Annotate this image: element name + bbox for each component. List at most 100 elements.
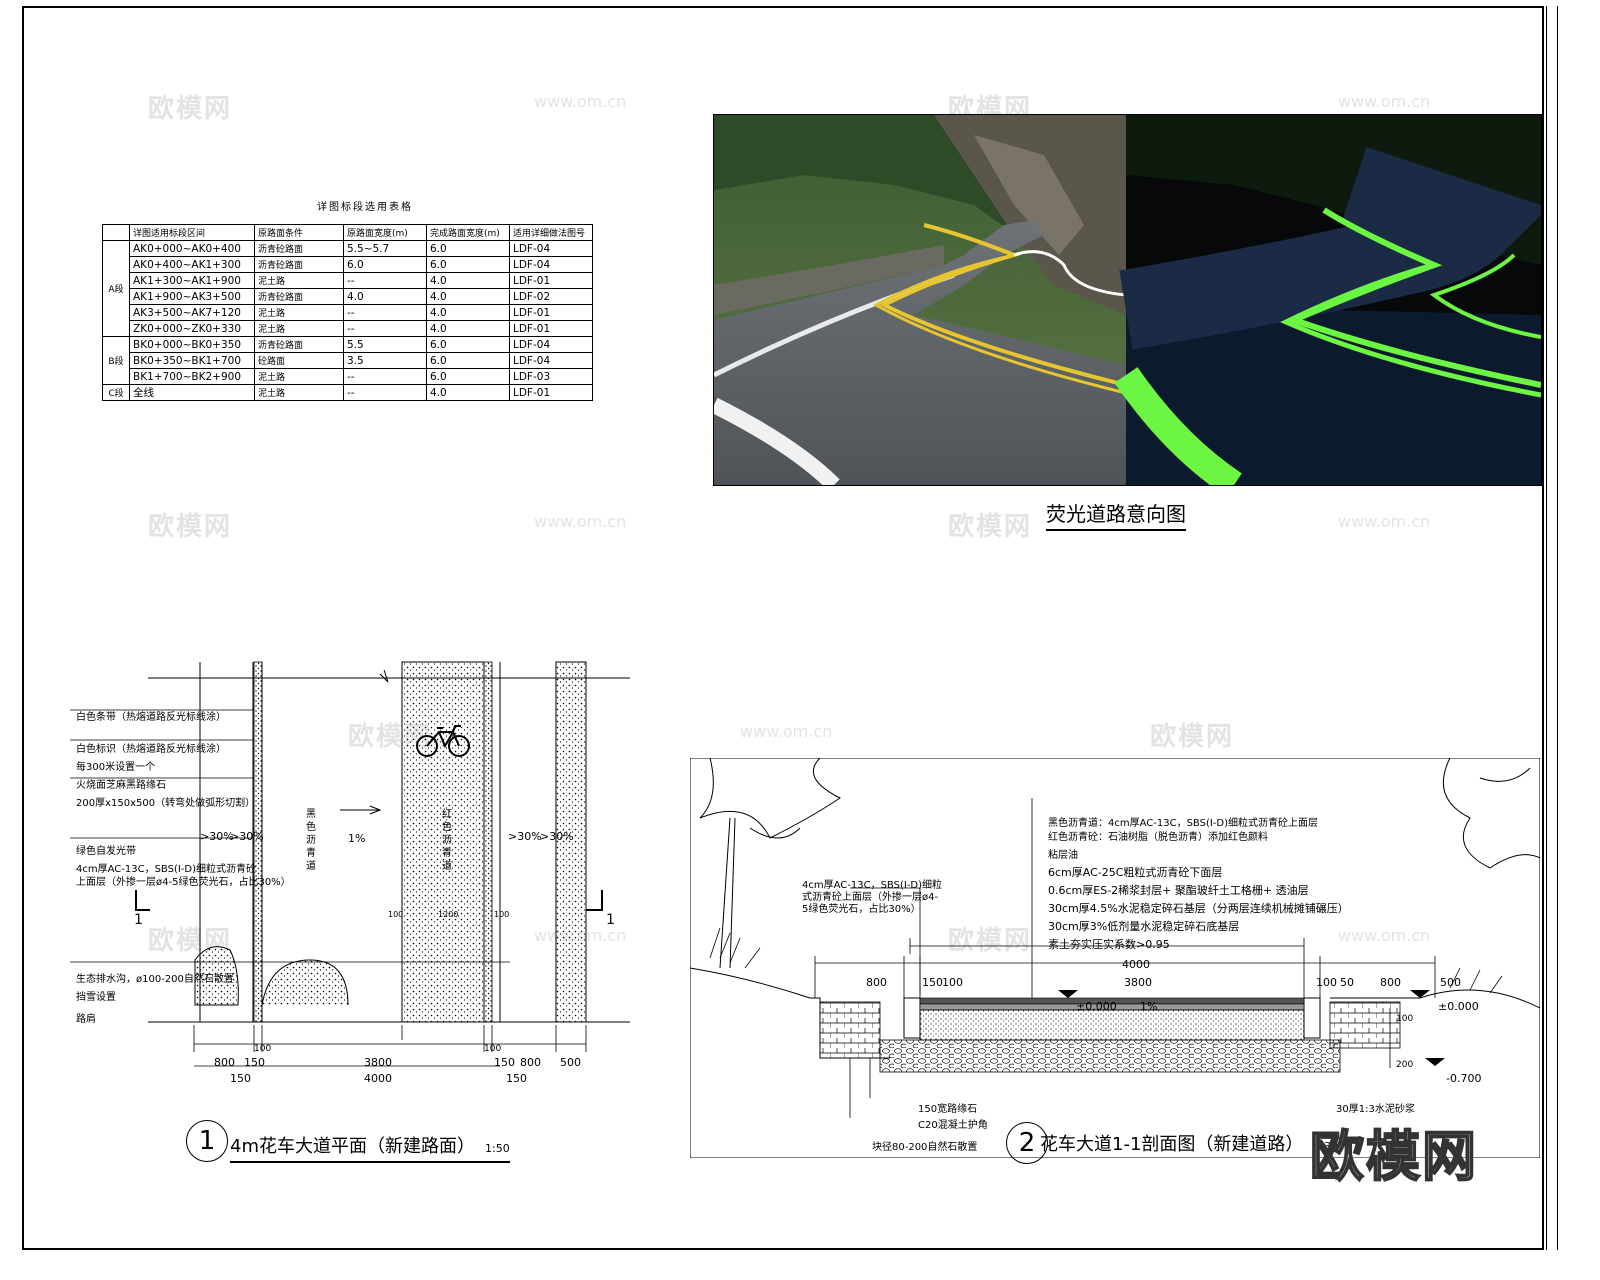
small-dim: 1200 (438, 910, 459, 919)
photo-caption: 荧光道路意向图 (1046, 498, 1186, 531)
watermark: 欧模网 (148, 94, 233, 124)
layer-label: 0.6cm厚ES-2稀浆封层+ 聚酯玻纤土工格栅+ 透油层 (1048, 884, 1309, 897)
section-note: C20混凝土护角 (918, 1120, 988, 1131)
slope-label: >30% (200, 830, 234, 843)
section-note: 块径80-200自然石散置 (872, 1142, 978, 1153)
table-cell: 沥青砼路面 (254, 256, 344, 273)
table-cell: LDF-04 (509, 352, 593, 369)
table-cell: -- (343, 304, 427, 321)
watermark: www.om.cn (1338, 512, 1431, 531)
table-cell: 6.0 (426, 336, 510, 353)
table-header-row: 详图适用标段区间 原路面条件 原路面宽度(m) 完成路面宽度(m) 适用详细做法… (102, 224, 593, 241)
table-cell: 4.0 (426, 384, 510, 401)
table-cell: 5.5~5.7 (343, 240, 427, 257)
watermark: 欧模网 (948, 926, 1033, 956)
plan-label: 上面层（外掺一层ø4-5绿色荧光石，占比30%） (76, 877, 291, 888)
plan-label: 火烧面芝麻黑路缘石 (76, 780, 166, 791)
table-cell: 砼路面 (254, 352, 344, 369)
layer-label: 30cm厚4.5%水泥稳定碎石基层（分两层连续机械摊铺碾压） (1048, 902, 1349, 915)
table-cell: 4.0 (343, 288, 427, 305)
table-cell: 沥青砼路面 (254, 288, 344, 305)
plan-label: 绿色自发光带 (76, 846, 136, 857)
center-lane-label: 黑色沥青道 (306, 809, 316, 872)
plan-dimension: 150 (506, 1072, 527, 1085)
vertical-dimension: 100 (1396, 1014, 1414, 1024)
layer-label: 素土夯实压实系数>0.95 (1048, 938, 1170, 951)
table-cell: LDF-01 (509, 272, 593, 289)
layer-label: 粘层油 (1048, 850, 1078, 861)
brand-logo: 欧模网 (1309, 1124, 1478, 1189)
slope-label: >30% (540, 830, 574, 843)
plan-dimension: 150 (244, 1056, 265, 1069)
watermark: www.om.cn (1338, 926, 1431, 945)
section-dimension: 500 (1440, 976, 1461, 989)
plan-title: 4m花车大道平面（新建路面） (230, 1136, 475, 1157)
plan-number: 1 (186, 1120, 228, 1162)
table-cell: 6.0 (426, 352, 510, 369)
slope-label: 1% (348, 832, 366, 845)
section-dimension: 150 (922, 976, 943, 989)
table-cell: AK0+000~AK0+400 (129, 240, 255, 257)
table-header-cell (102, 224, 130, 241)
level-label: ±0.000 (1438, 1000, 1479, 1013)
table-cell: -- (343, 320, 427, 337)
level-label: ±0.000 (1076, 1000, 1117, 1013)
fluorescent-road-photo (713, 114, 1542, 486)
section-dimension: 800 (1380, 976, 1401, 989)
plan-label: 4cm厚AC-13C，SBS(I-D)细粒式沥青砼 (76, 864, 257, 875)
watermark: 欧模网 (1150, 722, 1235, 752)
vertical-dimension: 200 (1396, 1060, 1414, 1070)
plan-dimension: 100 (484, 1044, 502, 1054)
plan-label: 路肩 (76, 1014, 96, 1025)
table-cell: LDF-02 (509, 288, 593, 305)
table-header-cell: 完成路面宽度(m) (426, 224, 510, 241)
table-cell: 6.0 (426, 240, 510, 257)
plan-label: 白色标识（热熔道路反光标线涂） (76, 744, 226, 755)
table-cell: BK0+000~BK0+350 (129, 336, 255, 353)
table-cell: 泥土路 (254, 304, 344, 321)
table-cell: 3.5 (343, 352, 427, 369)
section-scale: 1:30 (1313, 1140, 1339, 1153)
table-title: 详图标段选用表格 (317, 202, 413, 213)
watermark: 欧模网 (948, 512, 1033, 542)
slope-label: >30% (508, 830, 542, 843)
table-cell: -- (343, 384, 427, 401)
table-cell: 4.0 (426, 272, 510, 289)
table-header-cell: 原路面宽度(m) (343, 224, 427, 241)
bike-lane-label: 红色沥青道 (442, 809, 452, 872)
small-dim: 100 (388, 910, 404, 919)
plan-dimension: 150 (230, 1072, 251, 1085)
table-cell: 4.0 (426, 320, 510, 337)
table-cell: -- (343, 272, 427, 289)
plan-label: 挡雪设置 (76, 992, 116, 1003)
table-cell: LDF-04 (509, 240, 593, 257)
table-cell: AK1+900~AK3+500 (129, 288, 255, 305)
table-cell: -- (343, 368, 427, 385)
section-dimension: 100 (1316, 976, 1337, 989)
table-section-cell: B段 (102, 336, 130, 385)
layer-label: 红色沥青砼：石油树脂（脱色沥青）添加红色颜料 (1048, 832, 1268, 843)
table-cell: BK0+350~BK1+700 (129, 352, 255, 369)
spec-table: 详图适用标段区间 原路面条件 原路面宽度(m) 完成路面宽度(m) 适用详细做法… (102, 224, 593, 401)
table-cell: 4.0 (426, 304, 510, 321)
watermark: 欧模网 (148, 512, 233, 542)
table-cell: ZK0+000~ZK0+330 (129, 320, 255, 337)
plan-label: 生态排水沟，ø100-200自然石散置 (76, 974, 234, 985)
table-cell: LDF-01 (509, 304, 593, 321)
surface-note: 4cm厚AC-13C，SBS(I-D)细粒式沥青砼上面层（外掺一层ø4-5绿色荧… (802, 880, 943, 915)
section-mark: 1 (134, 912, 143, 928)
section-note: 150宽路缘石 (918, 1104, 978, 1115)
table-header-cell: 详图适用标段区间 (129, 224, 255, 241)
section-dimension: 50 (1340, 976, 1354, 989)
watermark: www.om.cn (534, 512, 627, 531)
drawing-frame (22, 6, 1544, 1250)
table-cell: 6.0 (343, 256, 427, 273)
table-cell: 4.0 (426, 288, 510, 305)
section-dimension: 100 (942, 976, 963, 989)
table-cell: AK1+300~AK1+900 (129, 272, 255, 289)
table-cell: 全线 (129, 384, 255, 401)
